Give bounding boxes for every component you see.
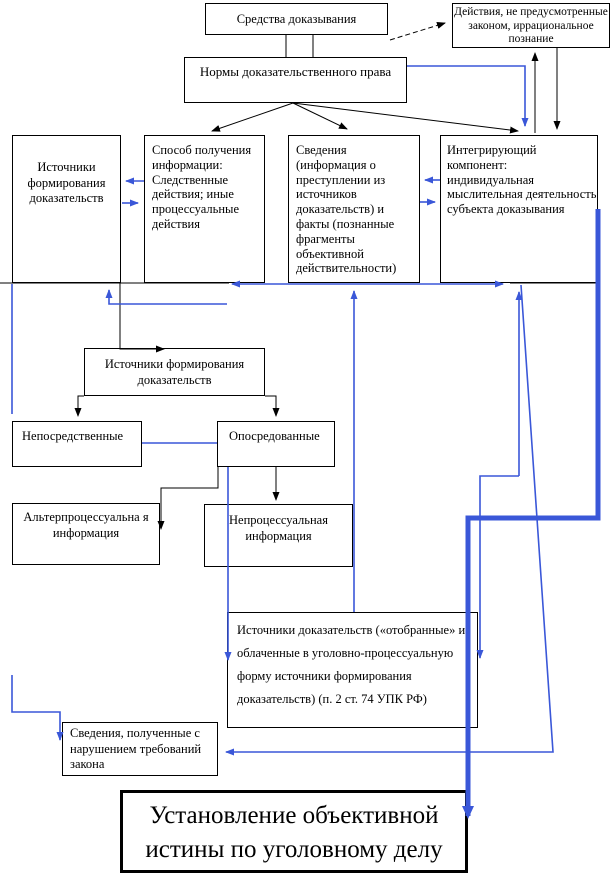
box-istochniki-dokazatelstv-upk: Источники доказательств («отобранные» и …: [227, 612, 478, 728]
arrow-sredstva-to-deystviya: [389, 22, 446, 41]
box-alterprocessualnaya-informaciya: Альтерпроцессуальна я информация: [12, 503, 160, 565]
arrow-into-ist-mid: [119, 283, 165, 353]
arrow-istmid-to-oposred: [265, 395, 280, 417]
box-sposob-polucheniya-informacii: Способ получения информации: Следственны…: [144, 135, 265, 283]
box-sredstva-dokazyvaniya: Средства доказывания: [205, 3, 388, 35]
arrow-normy-to-sposob: [211, 102, 294, 132]
arrow-normy-to-integr: [292, 102, 519, 134]
arrow-normy-blue-to-integr: [407, 65, 529, 127]
box-neprocessualnaya-informaciya: Непроцессуальная информация: [204, 504, 353, 567]
box-oposredovannye: Опосредованные: [217, 421, 335, 467]
box-normy-dokazatelstvennogo-prava: Нормы доказательственного права: [184, 57, 407, 103]
arrow-istmid-to-neposred: [74, 395, 84, 417]
box-deystviya-ne-predusmotrennye: Действия, не предусмотренные законом, ир…: [452, 3, 610, 48]
box-neposredstvennye: Непосредственные: [12, 421, 142, 467]
thick-arrow-to-ustanovlenie: [462, 209, 601, 819]
arrow-down-to-istdok-right: [476, 475, 519, 659]
box-integriruyushchiy-komponent: Интегрирующий компонент: индивидуальная …: [440, 135, 598, 283]
arrow-to-sved-narush-left: [11, 675, 64, 741]
arrow-normy-to-svedeniya: [292, 102, 348, 130]
box-ustanovlenie-obektivnoy-istiny: Установление объективной истины по уголо…: [120, 790, 468, 873]
box-istochniki-formirovaniya-mid: Источники формирования доказательств: [84, 348, 265, 396]
box-istochniki-formirovaniya-left: Источники формирования доказательств: [12, 135, 121, 283]
arrow-up-under-istleft: [105, 289, 227, 305]
box-svedeniya-s-narusheniem: Сведения, полученные с нарушением требов…: [62, 722, 218, 776]
box-svedeniya-i-fakty: Сведения (информация о преступлении из и…: [288, 135, 420, 283]
